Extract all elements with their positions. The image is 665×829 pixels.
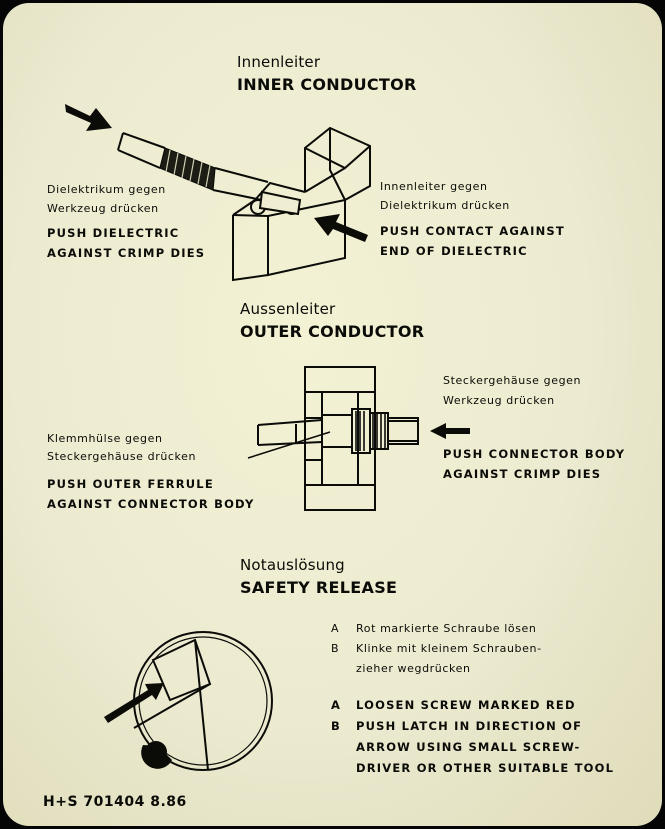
safety-en-b-text-3: DRIVER OR OTHER SUITABLE TOOL [356,761,615,775]
inner-left-de-2: Werkzeug drücken [47,202,159,215]
inner-right-en-2: END OF DIELECTRIC [380,244,528,258]
safety-de-b-text-1: Klinke mit kleinem Schrauben- [356,642,542,655]
inner-left-en-1: PUSH DIELECTRIC [47,226,180,240]
safety-title-en: SAFETY RELEASE [240,578,398,597]
outer-left-en-1: PUSH OUTER FERRULE [47,477,214,491]
safety-en-b-letter: B [331,719,341,733]
safety-en-b-text-2: ARROW USING SMALL SCREW- [356,740,581,754]
outer-right-en-1: PUSH CONNECTOR BODY [443,447,626,461]
safety-en-a-letter: A [331,698,342,712]
safety-de-a-text: Rot markierte Schraube lösen [356,622,537,635]
outer-left-de-1: Klemmhülse gegen [47,432,163,445]
safety-en-b-text-1: PUSH LATCH IN DIRECTION OF [356,719,583,733]
outer-left-de-2: Steckergehäuse drücken [47,450,197,463]
safety-en-a-text: LOOSEN SCREW MARKED RED [356,698,576,712]
inner-left-de-1: Dielektrikum gegen [47,183,166,196]
safety-de-a-letter: A [331,622,340,635]
safety-title-de: Notauslösung [240,556,345,574]
outer-title-en: OUTER CONDUCTOR [240,322,425,341]
outer-right-en-2: AGAINST CRIMP DIES [443,467,602,481]
inner-title-en: INNER CONDUCTOR [237,75,417,94]
inner-right-de-1: Innenleiter gegen [380,180,488,193]
safety-de-b-text-2: zieher wegdrücken [356,662,471,675]
part-number: H+S 701404 8.86 [43,794,187,810]
outer-title-de: Aussenleiter [240,300,336,318]
inner-right-en-1: PUSH CONTACT AGAINST [380,224,565,238]
outer-right-de-2: Werkzeug drücken [443,394,555,407]
inner-title-de: Innenleiter [237,53,321,71]
outer-left-en-2: AGAINST CONNECTOR BODY [47,497,255,511]
safety-de-b-letter: B [331,642,340,655]
outer-right-de-1: Steckergehäuse gegen [443,374,582,387]
inner-right-de-2: Dielektrikum drücken [380,199,510,212]
inner-left-en-2: AGAINST CRIMP DIES [47,246,206,260]
